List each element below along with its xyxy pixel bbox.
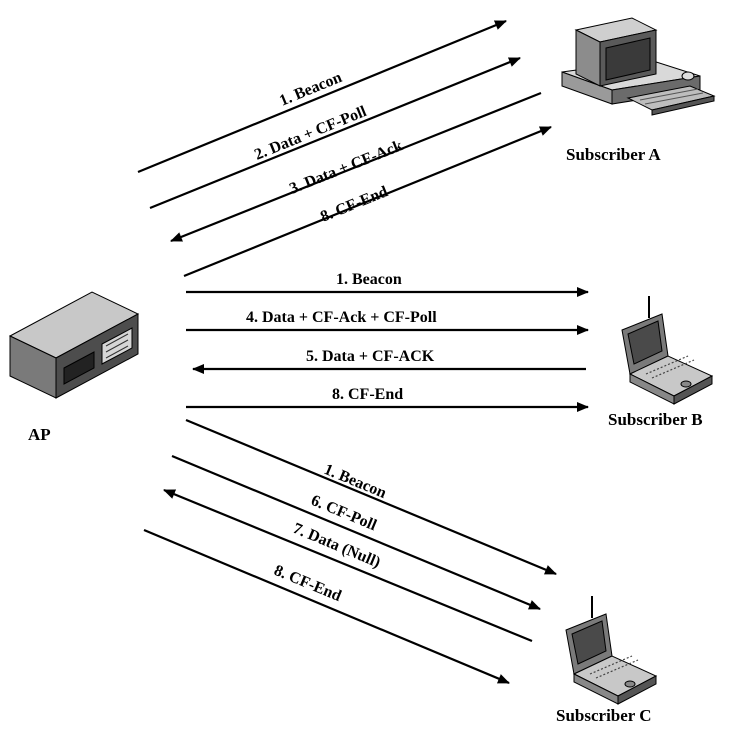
msg-c-1-arrow (185, 418, 557, 576)
msg-a-1-label: 1. Beacon (277, 69, 344, 110)
subscriber-b-label: Subscriber B (608, 410, 703, 429)
msg-a-1-arrow (137, 19, 507, 174)
msg-a-3-arrow (170, 91, 542, 243)
msg-b-8-label: 8. CF-End (332, 386, 403, 403)
msg-a-2-label: 2. Data + CF-Poll (252, 103, 369, 164)
msg-b-4-label: 4. Data + CF-Ack + CF-Poll (246, 309, 437, 326)
msg-a-2-arrow (149, 56, 521, 210)
ap-label: AP (28, 425, 51, 444)
laptop-icon (621, 296, 714, 405)
msg-b-1-label: 1. Beacon (336, 271, 402, 288)
msg-c-6-arrow (171, 454, 541, 611)
msg-c-7-arrow (163, 488, 533, 643)
subscriber-a-label: Subscriber A (566, 145, 661, 164)
msg-a-8-label: 8. CF-End (318, 183, 390, 226)
desktop-computer-icon (561, 17, 716, 116)
laptop-icon (565, 596, 658, 705)
msg-a-8-arrow (183, 125, 552, 278)
subscriber-c-label: Subscriber C (556, 706, 652, 725)
msg-b-5-label: 5. Data + CF-ACK (306, 348, 435, 365)
msg-c-8-arrow (143, 528, 510, 685)
access-point-icon (8, 291, 140, 399)
